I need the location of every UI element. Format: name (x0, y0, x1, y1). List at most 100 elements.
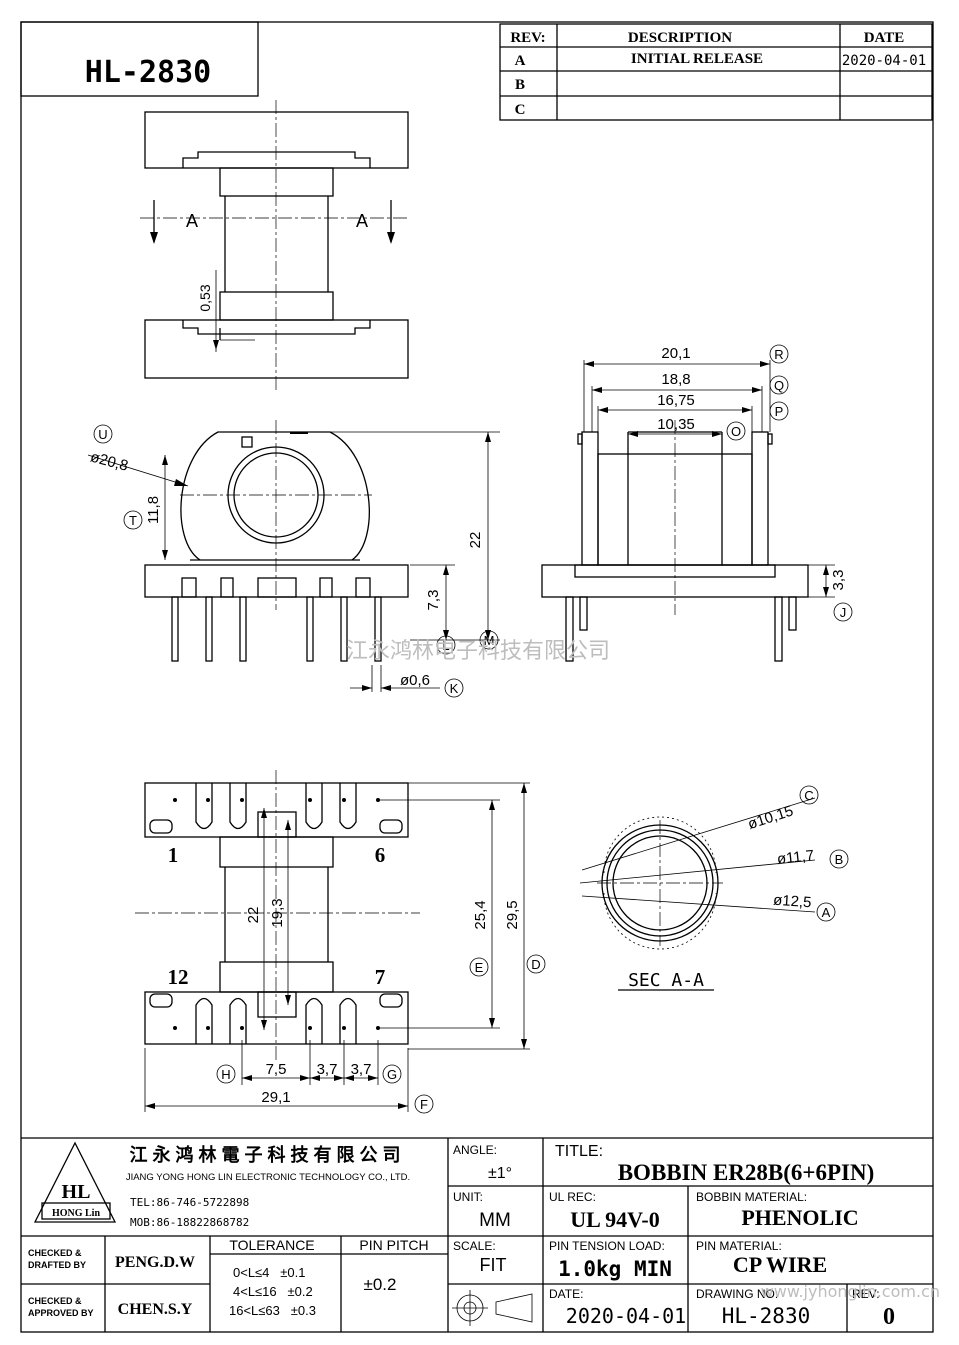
approved-label-1: CHECKED & (28, 1296, 82, 1306)
pin-pitch-label: PIN PITCH (359, 1237, 428, 1253)
date-value: 2020-04-01 (566, 1304, 686, 1328)
callout-g: G (387, 1067, 397, 1082)
rev-label: REV: (852, 1287, 880, 1301)
company-en: JIANG YONG HONG LIN ELECTRONIC TECHNOLOG… (126, 1172, 410, 1183)
unit-value: MM (479, 1210, 511, 1231)
dim-06: ø0,6 (400, 672, 430, 689)
callout-q: Q (774, 378, 784, 393)
drawing-no-value: HL-2830 (722, 1304, 811, 1328)
dim-188: 18,8 (661, 371, 690, 388)
dim-1015: ø10,15 (746, 802, 796, 833)
rev-a-date: 2020-04-01 (842, 53, 926, 69)
pin-label-7: 7 (375, 965, 386, 989)
pin-label-12: 12 (168, 965, 189, 989)
callout-m: M (484, 633, 495, 648)
rev-a: A (515, 53, 526, 69)
approved-value: CHEN.S.Y (118, 1301, 193, 1318)
logo-text: HL (62, 1181, 91, 1203)
approved-label-2: APPROVED BY (28, 1308, 94, 1318)
angle-label: ANGLE: (453, 1143, 497, 1157)
callout-o: O (731, 424, 741, 439)
pin-material-value: CP WIRE (733, 1252, 827, 1277)
description-header: DESCRIPTION (628, 30, 732, 46)
company-cn: 江 永 鸿 林 電 子 科 技 有 限 公 司 (129, 1144, 400, 1165)
dim-254: 25,4 (472, 900, 489, 929)
callout-j: J (840, 605, 847, 620)
callout-p: P (775, 404, 784, 419)
part-number-box (20, 21, 259, 97)
tolerance-row-2: 4<L≤16 ±0.2 (233, 1284, 313, 1299)
callout-t: T (129, 513, 137, 528)
pin-label-1: 1 (168, 843, 179, 867)
drafted-value: PENG.D.W (115, 1254, 195, 1271)
tolerance-label: TOLERANCE (229, 1237, 314, 1253)
callout-b: B (835, 852, 844, 867)
dim-1675: 16,75 (657, 392, 695, 409)
drafted-label-1: CHECKED & (28, 1248, 82, 1258)
tolerance-row-1: 0<L≤4 ±0.1 (233, 1265, 305, 1280)
angle-value: ±1° (488, 1165, 512, 1182)
front-notches (181, 577, 371, 598)
callout-e: E (475, 960, 484, 975)
dim-125: ø12,5 (773, 892, 812, 912)
bobbin-material-label: BOBBIN MATERIAL: (696, 1190, 807, 1204)
ul-value: UL 94V-0 (570, 1207, 659, 1232)
callouts: R Q P O U T M L K J C B A D E H G F (93, 344, 853, 1114)
title-label: TITLE: (555, 1143, 603, 1160)
ul-label: UL REC: (549, 1190, 596, 1204)
logo-sub: HONG Lin (52, 1208, 101, 1219)
top-view: A A 0,53 (140, 100, 410, 390)
bobbin-material-value: PHENOLIC (741, 1205, 858, 1230)
dim-73: 7,3 (425, 590, 442, 611)
rev-b: B (515, 77, 525, 93)
tolerance-row-3: 16<L≤63 ±0.3 (229, 1303, 316, 1318)
watermark-corner: www.jyhonglin.com.cn (761, 1282, 940, 1301)
dim-117: ø11,7 (776, 847, 815, 868)
rev-a-description: INITIAL RELEASE (631, 51, 763, 67)
revision-table: REV: DESCRIPTION DATE A INITIAL RELEASE … (499, 23, 933, 121)
pin-label-6: 6 (375, 843, 386, 867)
dim-1035: 10,35 (657, 416, 695, 433)
dim-193: 19,3 (269, 898, 286, 927)
callout-a: A (822, 905, 831, 920)
section-label-left: A (186, 211, 198, 231)
company-tel: TEL:86-746-5722898 (130, 1196, 249, 1209)
rev-c: C (515, 102, 526, 118)
section-label-right: A (356, 211, 368, 231)
projection-symbol (452, 1290, 533, 1326)
bottom-pin-dots (173, 798, 380, 1030)
callout-d: D (531, 957, 540, 972)
bottom-slots-top (149, 783, 403, 838)
callout-k: K (450, 681, 459, 696)
part-number: HL-2830 (85, 55, 211, 90)
section-caption: SEC A-A (628, 970, 704, 991)
front-pins (171, 596, 382, 662)
dim-291: 29,1 (261, 1089, 290, 1106)
dim-118: 11,8 (145, 496, 162, 524)
scale-label: SCALE: (453, 1239, 496, 1253)
title-value: BOBBIN ER28B(6+6PIN) (618, 1160, 875, 1185)
bottom-view: 1 6 12 7 22 19,3 25,4 29,5 (135, 770, 530, 1112)
date-label: DATE: (549, 1287, 583, 1301)
scale-value: FIT (480, 1255, 507, 1275)
dim-201: 20,1 (661, 345, 690, 362)
pin-tension-label: PIN TENSION LOAD: (549, 1239, 665, 1253)
front-view: 11,8 ø20,8 22 7,3 ø0,6 (87, 420, 500, 692)
pin-material-label: PIN MATERIAL: (696, 1239, 782, 1253)
dim-75: 7,5 (266, 1061, 287, 1078)
rev-header: REV: (510, 30, 545, 46)
callout-u: U (98, 427, 107, 442)
callout-r: R (774, 347, 783, 362)
unit-label: UNIT: (453, 1190, 483, 1204)
sheet-border (20, 21, 934, 1333)
section-view: ø10,15 ø11,7 ø12,5 SEC A-A (579, 797, 816, 991)
watermark-center: 江永鸿林电子科技有限公司 (346, 639, 610, 664)
date-header: DATE (864, 30, 905, 46)
dim-22-front: 22 (467, 532, 484, 549)
dim-053: 0,53 (197, 284, 213, 311)
dim-295: 29,5 (504, 900, 521, 929)
side-view: 20,1 18,8 16,75 10,35 3,3 (541, 345, 847, 662)
callout-f: F (420, 1097, 428, 1112)
bottom-slots-bottom (149, 991, 403, 1044)
callout-c: C (804, 788, 813, 803)
